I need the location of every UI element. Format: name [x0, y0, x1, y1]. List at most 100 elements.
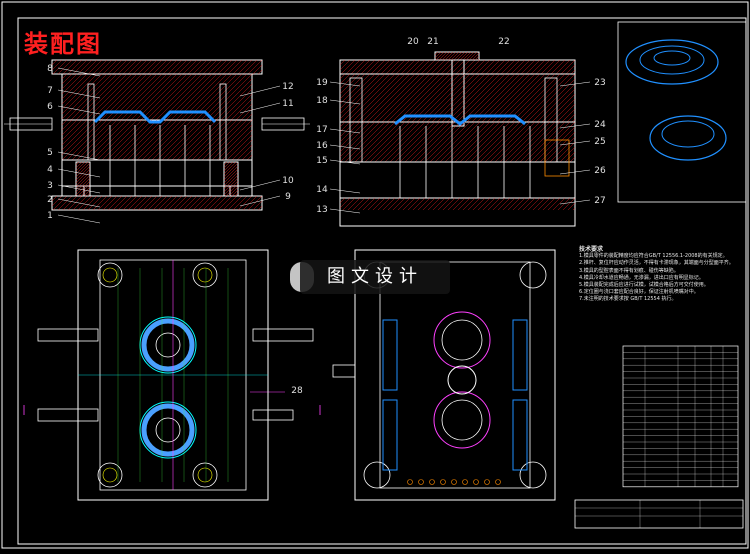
callout-23: 23 [594, 78, 605, 88]
top-clamp-plate-side [339, 59, 576, 75]
pillar-hatch [76, 162, 90, 196]
leader-line [559, 140, 591, 146]
screw-hole [418, 479, 424, 485]
cylinder-plan-left [37, 408, 99, 422]
ejector-slot-left [382, 319, 398, 391]
guide-pillar-top [192, 462, 218, 488]
guide-pillar-top [97, 262, 123, 288]
leader-line [559, 81, 591, 87]
screw-hole [462, 479, 468, 485]
leader-line [329, 208, 361, 214]
center-ejector [447, 365, 477, 395]
core-plate-hatch [62, 120, 252, 160]
molded-part [93, 110, 217, 124]
top-clamp-plate [51, 59, 263, 75]
callout-28: 28 [291, 386, 303, 396]
bottom-view-inner [379, 261, 531, 489]
cylinder-plan-left [37, 328, 99, 342]
screw-hole [495, 479, 501, 485]
product-top-inner [639, 45, 705, 75]
callout-11: 11 [282, 99, 293, 109]
leader-line [57, 184, 101, 194]
screw-hole [429, 479, 435, 485]
note-line-6: 6.定位圈与浇口套应配合良好，保证注射机喷嘴对中。 [579, 289, 699, 296]
spacer-block [61, 185, 85, 197]
leader-line [239, 102, 281, 114]
screw-hole [451, 479, 457, 485]
cavity-core [155, 332, 181, 358]
leader-line [559, 123, 591, 129]
bottom-cavity [433, 311, 491, 369]
guide-pillar-hole [197, 467, 213, 483]
title-block [574, 499, 744, 529]
callout-left-5: 5 [47, 148, 53, 158]
leader-line [57, 198, 101, 208]
spacer-block [229, 185, 253, 197]
callout-13: 13 [316, 205, 327, 215]
ejector-slot-right [512, 319, 528, 391]
callout-19: 19 [316, 78, 328, 88]
callout-left-8: 8 [47, 64, 53, 74]
leader-line [329, 99, 361, 105]
note-line-7: 7.未注明的技术要求按 GB/T 12554 执行。 [579, 296, 677, 303]
callout-15: 15 [316, 156, 327, 166]
pillar-hatch [224, 162, 238, 196]
leader-line [329, 128, 361, 134]
leader-line [57, 67, 101, 77]
cavity-plate-side [339, 73, 576, 123]
cavity-outline [139, 316, 197, 374]
top-plate-hatch-side [340, 60, 575, 74]
callout-14: 14 [316, 185, 328, 195]
leader-line [329, 81, 361, 87]
core-plate-hatch-side [340, 122, 575, 162]
guide-pillar-bottom [363, 461, 391, 489]
callout-16: 16 [316, 141, 328, 151]
screw-hole [473, 479, 479, 485]
leader-line [559, 169, 591, 175]
callout-left-1: 1 [47, 211, 53, 221]
cylinder-plan-right [252, 409, 294, 421]
cavity-plate [61, 73, 253, 121]
product-bottom-inner [661, 120, 715, 148]
bottom-cavity [433, 391, 491, 449]
guide-pillar-hole [197, 267, 213, 283]
leader-line [239, 179, 281, 191]
bottom-cavity-inner [441, 399, 483, 441]
note-line-1: 1.模具零件的装配精度均应符合GB/T 12556.1-2008的有关规定。 [579, 253, 728, 260]
leader-line [57, 105, 101, 115]
bottom-plate-side [339, 197, 576, 227]
guide-pillar-bottom [519, 261, 547, 289]
note-line-2: 2.推杆、复位杆应动作灵活，不得有卡滞现象，其端面与分型面平齐。 [579, 260, 734, 267]
sprue-bushing [451, 59, 465, 127]
guide-pin [87, 83, 95, 161]
callout-25: 25 [594, 137, 605, 147]
guide-pillar-top [192, 262, 218, 288]
cavity-plate-hatch-side [340, 74, 575, 122]
notes-title: 技术要求 [579, 246, 604, 253]
product-view-frame [617, 21, 747, 203]
molded-part-side [394, 114, 526, 126]
callout-17: 17 [316, 125, 327, 135]
water-fitting [544, 139, 570, 177]
cylinder-plan-right [252, 328, 314, 342]
note-line-5: 5.模具装配完成后应进行试模，试模合格后方可交付使用。 [579, 282, 709, 289]
guide-pin [219, 83, 227, 161]
note-line-3: 3.模具的型腔表面不得有划痕、碰伤等缺陷。 [579, 267, 679, 274]
frame-border [17, 17, 747, 545]
guide-pillar-top [97, 462, 123, 488]
callout-9: 9 [285, 192, 291, 202]
cavity-outline [139, 401, 197, 459]
callout-12: 12 [282, 82, 293, 92]
callout-22: 22 [498, 37, 509, 47]
bottom-plate-hatch [52, 196, 262, 210]
ejector-slot-left [382, 399, 398, 471]
callout-18: 18 [316, 96, 328, 106]
leader-line [559, 199, 591, 205]
water-inlet [332, 364, 356, 378]
leader-line [57, 214, 101, 224]
bottom-cavity-inner [441, 319, 483, 361]
callout-left-2: 2 [47, 195, 53, 205]
callout-27: 27 [594, 196, 605, 206]
